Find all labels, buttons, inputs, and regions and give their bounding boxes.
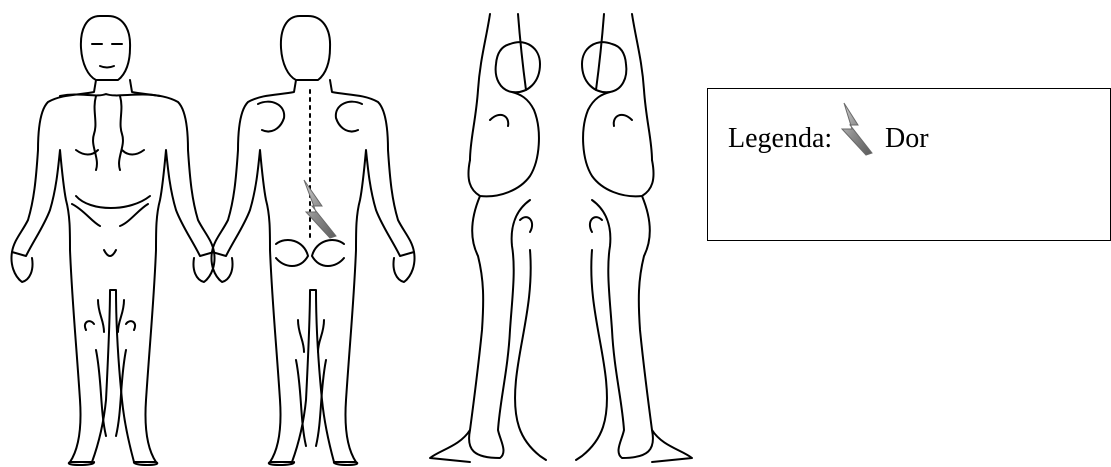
side-view-right-figure (430, 14, 546, 462)
pain-marker-lower-back (304, 180, 336, 238)
lightning-bolt-icon (834, 101, 884, 159)
legend-term-pain: Dor (885, 123, 929, 155)
front-body-figure (11, 16, 214, 465)
legend-box: Legenda: Dor (707, 88, 1111, 241)
back-body-figure (211, 16, 414, 465)
legend-label: Legenda: (728, 123, 832, 155)
side-view-left-figure (576, 14, 692, 462)
